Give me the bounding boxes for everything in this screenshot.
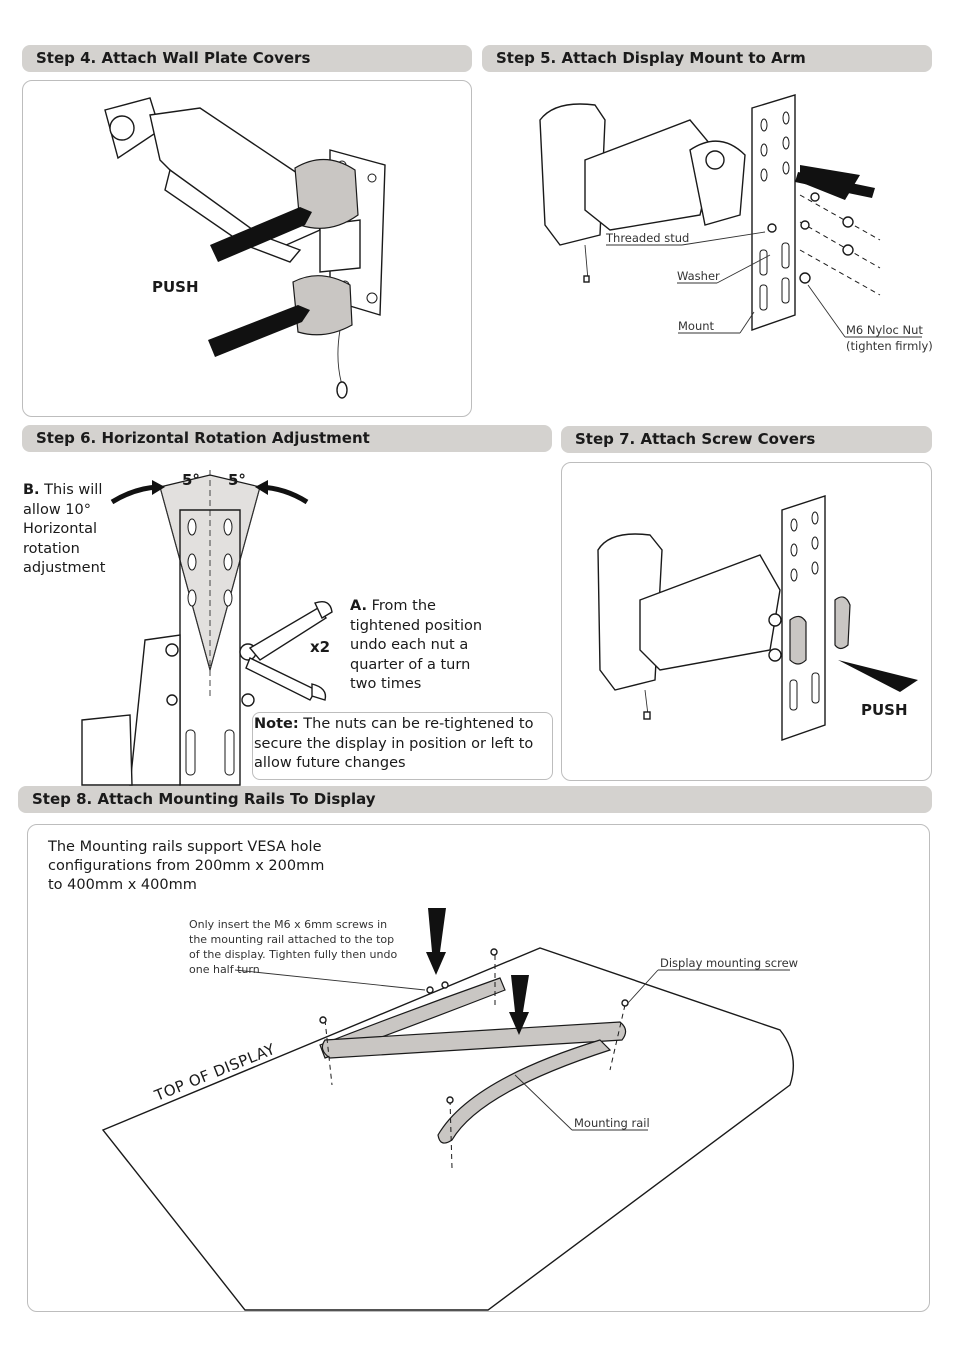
step5-mount-illustration [539,94,922,338]
x2-label: x2 [310,638,331,656]
note-body: The nuts can be re-tightened to secure t… [254,716,534,771]
step8-header: Step 8. Attach Mounting Rails To Display [18,786,932,813]
step7-push-label: PUSH [861,701,908,719]
washer-label: Washer [677,269,720,283]
a-label: A. [350,598,367,614]
a-text: From the tightened position undo each nu… [350,598,483,692]
step5-header: Step 5. Attach Display Mount to Arm [482,45,932,72]
note-box [252,712,553,780]
b-text: This will allow 10° Horizontal rotation … [23,482,106,576]
step8-intro: The Mounting rails support VESA hole con… [48,839,325,893]
step6-a-note: A. From the tightened position undo each… [350,597,500,695]
step7-screw-cover-illustration [597,495,918,741]
nyloc-nut-note: (tighten firmly) [846,339,933,353]
step4-wall-arm-illustration [104,97,386,399]
nyloc-nut-label: M6 Nyloc Nut [846,323,923,337]
step4-header: Step 4. Attach Wall Plate Covers [22,45,472,72]
step6-header: Step 6. Horizontal Rotation Adjustment [22,425,552,452]
step6-b-note: B. This will allow 10° Horizontal rotati… [23,481,106,579]
step8-rails-illustration [101,908,794,1311]
b-label: B. [23,482,40,498]
mounting-rail-label: Mounting rail [574,1116,650,1130]
mount-label: Mount [678,319,715,333]
step4-push-label: PUSH [152,278,199,296]
note-label: Note: [254,716,299,732]
step7-header: Step 7. Attach Screw Covers [561,426,932,453]
screw-instruction: Only insert the M6 x 6mm screws in the m… [189,918,398,976]
angle-left-label: 5° [182,471,200,489]
display-mounting-screw-label: Display mounting screw [660,956,799,970]
note-text: Note: The nuts can be re-tightened to se… [254,715,552,774]
step6-rotation-illustration [81,470,333,786]
threaded-stud-label: Threaded stud [606,231,690,245]
angle-right-label: 5° [228,471,246,489]
